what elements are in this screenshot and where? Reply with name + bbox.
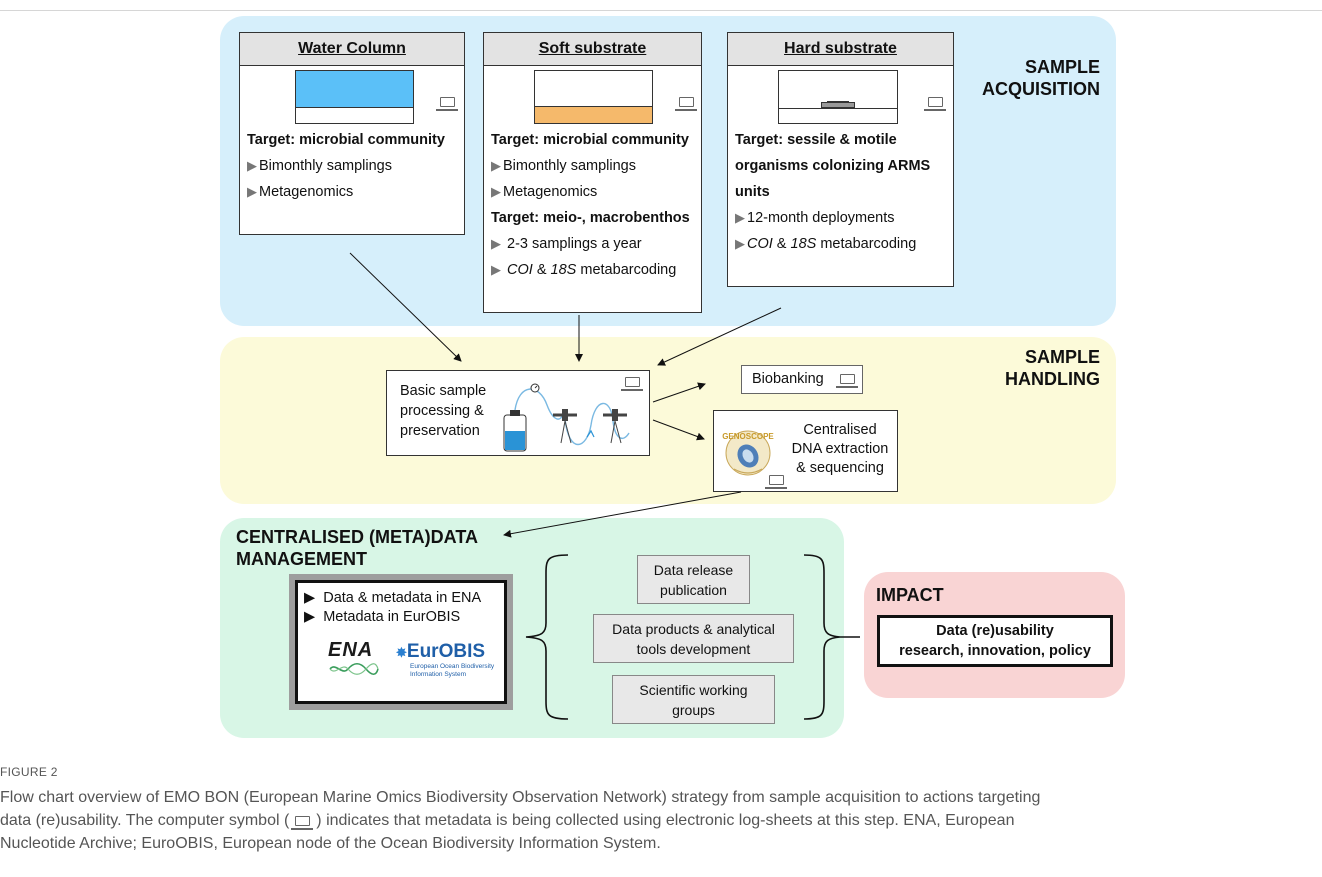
hard-substrate-target-line-1: Target: sessile & motile [735, 132, 897, 148]
water-column-target: Target: microbial community [247, 132, 445, 148]
triangle-bullet-icon: ▶ [491, 184, 501, 199]
title-line-1: CENTRALISED (META)DATA [236, 527, 478, 547]
triangle-bullet-icon: ▶ [247, 158, 257, 173]
arrow-hard-to-processing [657, 307, 782, 366]
sample-processing-box: Basic sample processing & preservation [386, 370, 650, 456]
arms-illustration [778, 70, 898, 124]
figure-caption: Flow chart overview of EMO BON (European… [0, 789, 1041, 852]
biobanking-label: Biobanking [752, 371, 824, 387]
list-item: ▶ COI & 18S metabarcoding [491, 262, 677, 278]
water-column-illustration [295, 70, 414, 124]
sample-handling-title: SAMPLE HANDLING [980, 346, 1100, 390]
list-item: ▶Bimonthly samplings [491, 158, 636, 174]
arrow-processing-to-biobanking [652, 382, 706, 403]
title-line-2: MANAGEMENT [236, 549, 367, 569]
genoscope-logo: GENOSCOPE [722, 430, 774, 476]
soft-substrate-target-benthos: Target: meio-, macrobenthos [491, 210, 690, 226]
arrow-sequencing-to-management [503, 491, 742, 538]
arrow-processing-to-sequencing [652, 419, 705, 441]
list-item: ▶ Data & metadata in ENA [304, 590, 482, 606]
triangle-bullet-icon: ▶ [735, 210, 745, 225]
arrow-water-to-processing [349, 252, 462, 362]
sediment-illustration [534, 70, 653, 124]
action-box: Data products & analytical tools develop… [593, 614, 794, 663]
impact-box: Data (re)usability research, innovation,… [877, 615, 1113, 667]
list-item: ▶ Metadata in EurOBIS [304, 609, 461, 625]
sequencing-box: GENOSCOPE Centralised DNA extraction & s… [713, 410, 898, 492]
figure-label: FIGURE 2 [0, 765, 58, 779]
data-repositories-frame: ▶ Data & metadata in ENA ▶ Metadata in E… [289, 574, 513, 710]
list-item: ▶COI & 18S metabarcoding [735, 236, 917, 252]
hard-substrate-title: Hard substrate [728, 33, 953, 66]
title-line-2: ACQUISITION [981, 79, 1100, 99]
left-brace-icon [525, 554, 569, 720]
processing-text: Basic sample processing & preservation [400, 383, 487, 439]
right-brace-icon [803, 554, 860, 720]
hard-substrate-target-line-2: organisms colonizing ARMS [735, 158, 931, 174]
soft-substrate-card: Soft substrate Target: microbial communi… [483, 32, 702, 313]
list-item: ▶ 2-3 samplings a year [491, 236, 642, 252]
biobanking-box: Biobanking [741, 365, 863, 394]
list-item: ▶12-month deployments [735, 210, 895, 226]
ena-logo: ENA [328, 639, 380, 679]
title-line-2: HANDLING [1005, 369, 1100, 389]
computer-icon [765, 475, 787, 489]
top-rule [0, 10, 1322, 11]
action-box: Scientific working groups [612, 675, 775, 724]
computer-icon [836, 374, 858, 388]
action-box: Data release publication [637, 555, 750, 604]
triangle-bullet-icon: ▶ [247, 184, 257, 199]
sample-acquisition-title: SAMPLE ACQUISITION [980, 56, 1100, 100]
water-column-card: Water Column Target: microbial community… [239, 32, 465, 235]
water-column-title: Water Column [240, 33, 464, 66]
eurobis-logo: ✸EurOBIS European Ocean Biodiversity Inf… [396, 641, 495, 678]
filtration-setup-icon [503, 383, 630, 452]
eurobis-star-icon: ✸ [396, 645, 407, 660]
sample-handling-panel [220, 337, 1116, 504]
impact-title: IMPACT [876, 585, 944, 605]
computer-icon [436, 97, 458, 111]
title-line-1: SAMPLE [1024, 347, 1100, 367]
hard-substrate-card: Hard substrate Target: sessile & motile … [727, 32, 954, 287]
computer-icon [675, 97, 697, 111]
metadata-management-title: CENTRALISED (META)DATA MANAGEMENT [236, 526, 478, 570]
computer-icon [621, 377, 643, 391]
sequencing-text: Centralised DNA extraction & sequencing [791, 422, 889, 476]
list-item: ▶Bimonthly samplings [247, 158, 392, 174]
triangle-bullet-icon: ▶ [491, 236, 501, 251]
genoscope-logo-text: GENOSCOPE [722, 432, 774, 441]
hard-substrate-target-line-3: units [735, 184, 770, 200]
data-repositories-box: ▶ Data & metadata in ENA ▶ Metadata in E… [295, 580, 507, 704]
triangle-bullet-icon: ▶ [491, 262, 501, 277]
soft-substrate-target-microbial: Target: microbial community [491, 132, 689, 148]
title-line-1: SAMPLE [1024, 57, 1100, 77]
list-item: ▶Metagenomics [491, 184, 598, 200]
soft-substrate-title: Soft substrate [484, 33, 701, 66]
computer-icon [291, 816, 314, 830]
computer-icon [924, 97, 946, 111]
list-item: ▶Metagenomics [247, 184, 354, 200]
triangle-bullet-icon: ▶ [491, 158, 501, 173]
triangle-bullet-icon: ▶ [735, 236, 745, 251]
